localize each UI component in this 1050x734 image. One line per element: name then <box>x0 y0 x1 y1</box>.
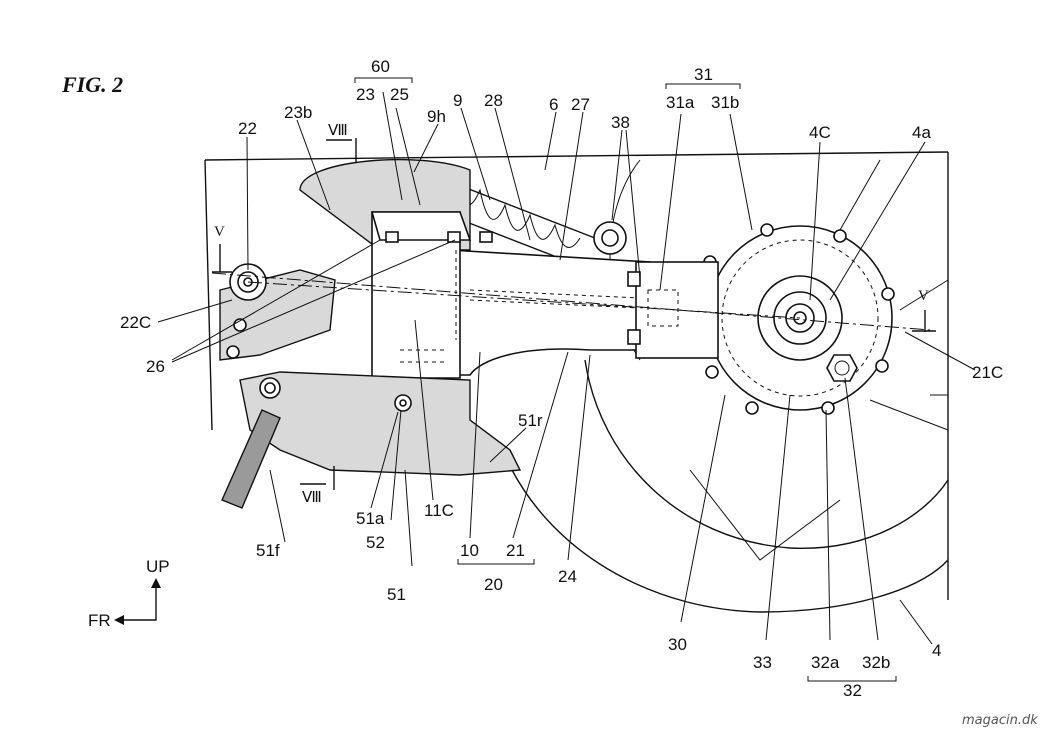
label-27: 27 <box>571 95 590 114</box>
label-22: 22 <box>238 119 257 138</box>
label-4a: 4a <box>912 123 931 142</box>
label-20: 20 <box>484 575 503 594</box>
label-52: 52 <box>366 533 385 552</box>
label-31a: 31a <box>666 93 695 112</box>
lower-cover <box>221 371 522 509</box>
axis-lines <box>211 272 931 331</box>
figure-title: FIG. 2 <box>61 72 123 97</box>
rear-wheel <box>511 159 949 613</box>
label-60: 60 <box>371 57 390 76</box>
label-25: 25 <box>390 85 409 104</box>
label-6: 6 <box>549 95 558 114</box>
section-marks: V V Ⅷ Ⅷ <box>212 123 936 506</box>
label-10: 10 <box>460 541 479 560</box>
label-9: 9 <box>453 91 462 110</box>
label-24: 24 <box>558 567 577 586</box>
label-32a: 32a <box>811 653 840 672</box>
label-31b: 31b <box>711 93 739 112</box>
section-viii-top: Ⅷ <box>328 123 348 139</box>
label-51a: 51a <box>356 509 385 528</box>
label-28: 28 <box>484 91 503 110</box>
reference-labels: 60 23 25 23b 22 9h 9 28 6 27 38 31 31a 3… <box>120 57 1003 700</box>
label-33: 33 <box>753 653 772 672</box>
label-38: 38 <box>611 113 630 132</box>
watermark: magacin.dk <box>962 713 1038 728</box>
arrow-up-icon <box>151 578 161 588</box>
leader-lines <box>157 91 976 645</box>
engine-case <box>299 158 493 379</box>
orientation-front: FR <box>88 611 111 630</box>
label-51: 51 <box>387 585 406 604</box>
label-11c: 11C <box>424 501 454 520</box>
label-4: 4 <box>932 641 941 660</box>
orientation-up: UP <box>146 557 170 576</box>
label-23b: 23b <box>284 103 312 122</box>
label-31: 31 <box>694 65 713 84</box>
label-51r: 51r <box>518 411 543 430</box>
orientation-indicator: UP FR <box>88 557 170 630</box>
label-9h: 9h <box>427 107 446 126</box>
section-v-left: V <box>214 224 225 240</box>
label-21: 21 <box>506 541 525 560</box>
label-26: 26 <box>146 357 165 376</box>
label-32: 32 <box>843 681 862 700</box>
arrow-left-icon <box>114 615 124 625</box>
hub-assembly <box>703 223 895 415</box>
swing-arm <box>449 249 719 376</box>
label-4c: 4C <box>809 123 831 142</box>
label-21c: 21C <box>972 363 1003 382</box>
label-23: 23 <box>356 85 375 104</box>
pivot-mount <box>219 263 336 361</box>
section-v-right: V <box>918 288 929 304</box>
section-viii-bottom: Ⅷ <box>302 490 322 506</box>
label-32b: 32b <box>862 653 890 672</box>
label-51f: 51f <box>256 541 280 560</box>
group-brackets <box>354 77 897 682</box>
label-22c: 22C <box>120 313 151 332</box>
label-30: 30 <box>668 635 687 654</box>
